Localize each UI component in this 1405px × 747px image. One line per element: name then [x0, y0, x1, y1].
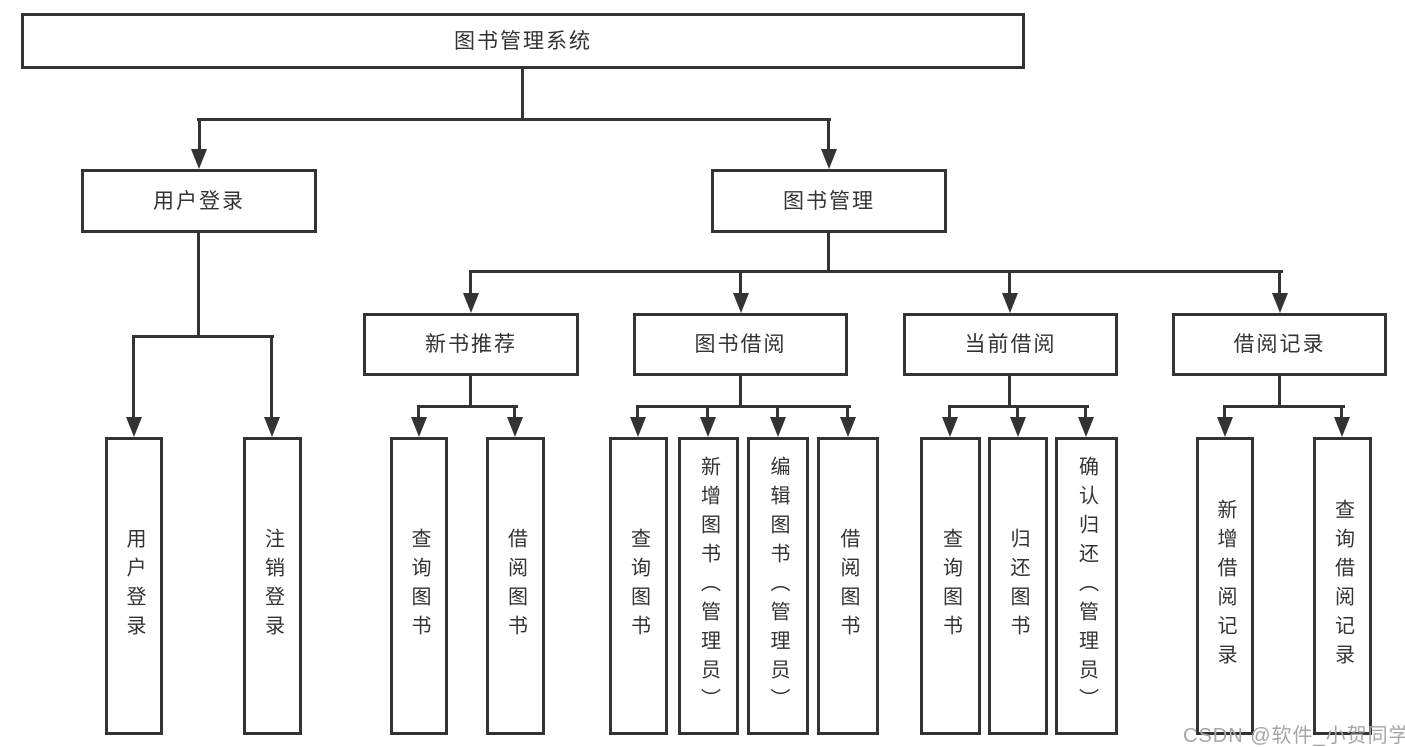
arrow-to-leaf-edit-book-admin-icon	[770, 417, 786, 437]
connector-root-bar	[197, 118, 831, 121]
leaf-borrow-books-borrowing: 借阅图书	[817, 437, 879, 735]
arrow-to-leaf-return-book-icon	[1010, 417, 1026, 437]
connector-user-login-stem	[197, 233, 200, 335]
connector-to-leaf-query-books-current-line	[948, 405, 951, 419]
leaf-add-book-admin-label: 新增图书（管理员）	[697, 455, 720, 717]
arrow-to-user-login-icon	[191, 149, 207, 169]
connector-borrowing-records-stem	[1278, 376, 1281, 405]
leaf-query-books-borrowing: 查询图书	[609, 437, 668, 735]
leaf-return-book-label: 归还图书	[1007, 528, 1029, 644]
arrow-to-book-borrowing-icon	[733, 293, 749, 313]
leaf-logout-label: 注销登录	[261, 528, 284, 644]
arrow-to-leaf-query-books-current-icon	[942, 417, 958, 437]
arrow-to-leaf-borrow-books-recommend-icon	[507, 417, 523, 437]
node-current-borrowing-label: 当前借阅	[964, 333, 1057, 356]
arrow-to-leaf-user-login-icon	[126, 417, 142, 437]
connector-to-current-borrowing-line	[1008, 270, 1011, 294]
connector-to-leaf-edit-book-admin-line	[776, 405, 779, 419]
arrow-to-leaf-query-books-recommend-icon	[411, 417, 427, 437]
connector-book-borrowing-bar	[636, 405, 851, 408]
leaf-borrow-books-borrowing-label: 借阅图书	[837, 528, 859, 644]
connector-new-book-recommend-bar	[417, 405, 518, 408]
connector-to-leaf-add-book-admin-line	[706, 405, 709, 419]
leaf-edit-book-admin-label: 编辑图书（管理员）	[767, 455, 789, 717]
connector-to-leaf-user-login-line	[132, 335, 135, 419]
node-root-library-system: 图书管理系统	[21, 13, 1025, 69]
connector-to-leaf-confirm-return-admin-line	[1084, 405, 1087, 419]
connector-to-leaf-borrow-books-borrowing-line	[846, 405, 849, 419]
connector-to-borrowing-records-line	[1278, 270, 1281, 294]
leaf-add-borrow-record: 新增借阅记录	[1196, 437, 1254, 735]
connector-book-management-stem	[827, 233, 830, 270]
arrow-to-leaf-logout-icon	[264, 417, 280, 437]
node-book-management-label: 图书管理	[783, 189, 875, 213]
leaf-edit-book-admin: 编辑图书（管理员）	[747, 437, 809, 735]
connector-to-book-management-line	[827, 118, 830, 151]
leaf-user-login: 用户登录	[105, 437, 163, 735]
node-root-label: 图书管理系统	[454, 29, 592, 53]
connector-book-management-bar	[469, 270, 1283, 273]
arrow-to-current-borrowing-icon	[1002, 293, 1018, 313]
leaf-query-borrow-record-label: 查询借阅记录	[1331, 499, 1354, 673]
connector-borrowing-records-bar	[1223, 405, 1345, 408]
arrow-to-borrowing-records-icon	[1272, 293, 1288, 313]
leaf-borrow-books-recommend: 借阅图书	[486, 437, 545, 735]
arrow-to-leaf-query-borrow-record-icon	[1334, 417, 1350, 437]
leaf-add-borrow-record-label: 新增借阅记录	[1214, 499, 1236, 673]
leaf-add-book-admin: 新增图书（管理员）	[678, 437, 739, 735]
connector-to-leaf-logout-line	[270, 335, 273, 419]
node-book-borrowing-label: 图书借阅	[694, 333, 787, 356]
connector-to-leaf-add-borrow-record-line	[1223, 405, 1226, 419]
node-book-borrowing: 图书借阅	[633, 313, 848, 376]
node-current-borrowing: 当前借阅	[903, 313, 1118, 376]
leaf-query-books-current-label: 查询图书	[939, 528, 962, 644]
connector-to-leaf-query-borrow-record-line	[1340, 405, 1343, 419]
leaf-query-borrow-record: 查询借阅记录	[1313, 437, 1372, 735]
connector-user-login-bar	[132, 335, 274, 338]
connector-to-user-login-line	[198, 118, 201, 151]
connector-current-borrowing-stem	[1008, 376, 1011, 405]
csdn-watermark: CSDN @软件_小贺同学	[1183, 725, 1405, 747]
node-new-book-recommend: 新书推荐	[363, 313, 579, 376]
node-new-book-recommend-label: 新书推荐	[425, 333, 517, 356]
arrow-to-new-book-recommend-icon	[463, 293, 479, 313]
connector-root-stem	[521, 69, 524, 118]
arrow-to-leaf-add-borrow-record-icon	[1217, 417, 1233, 437]
leaf-query-books-current: 查询图书	[920, 437, 981, 735]
arrow-to-leaf-borrow-books-borrowing-icon	[840, 417, 856, 437]
connector-to-new-book-recommend-line	[469, 270, 472, 294]
leaf-query-books-recommend: 查询图书	[390, 437, 448, 735]
leaf-logout: 注销登录	[243, 437, 302, 735]
connector-book-borrowing-stem	[739, 376, 742, 405]
node-user-login: 用户登录	[81, 169, 317, 233]
node-borrowing-records-label: 借阅记录	[1233, 333, 1326, 356]
connector-to-leaf-query-books-borrowing-line	[636, 405, 639, 419]
arrow-to-leaf-add-book-admin-icon	[700, 417, 716, 437]
leaf-confirm-return-admin: 确认归还（管理员）	[1055, 437, 1118, 735]
leaf-query-books-borrowing-label: 查询图书	[627, 528, 650, 644]
leaf-return-book: 归还图书	[988, 437, 1048, 735]
node-borrowing-records: 借阅记录	[1172, 313, 1387, 376]
connector-to-book-borrowing-line	[739, 270, 742, 294]
connector-to-leaf-return-book-line	[1016, 405, 1019, 419]
connector-to-leaf-borrow-books-recommend-line	[513, 405, 516, 419]
connector-to-leaf-query-books-recommend-line	[417, 405, 420, 419]
arrow-to-leaf-confirm-return-admin-icon	[1078, 417, 1094, 437]
leaf-user-login-label: 用户登录	[123, 528, 145, 644]
node-user-login-label: 用户登录	[153, 189, 245, 213]
leaf-borrow-books-recommend-label: 借阅图书	[504, 528, 527, 644]
leaf-query-books-recommend-label: 查询图书	[408, 528, 430, 644]
connector-new-book-recommend-stem	[469, 376, 472, 405]
arrow-to-leaf-query-books-borrowing-icon	[630, 417, 646, 437]
node-book-management: 图书管理	[711, 169, 947, 233]
leaf-confirm-return-admin-label: 确认归还（管理员）	[1075, 455, 1098, 717]
arrow-to-book-management-icon	[821, 149, 837, 169]
